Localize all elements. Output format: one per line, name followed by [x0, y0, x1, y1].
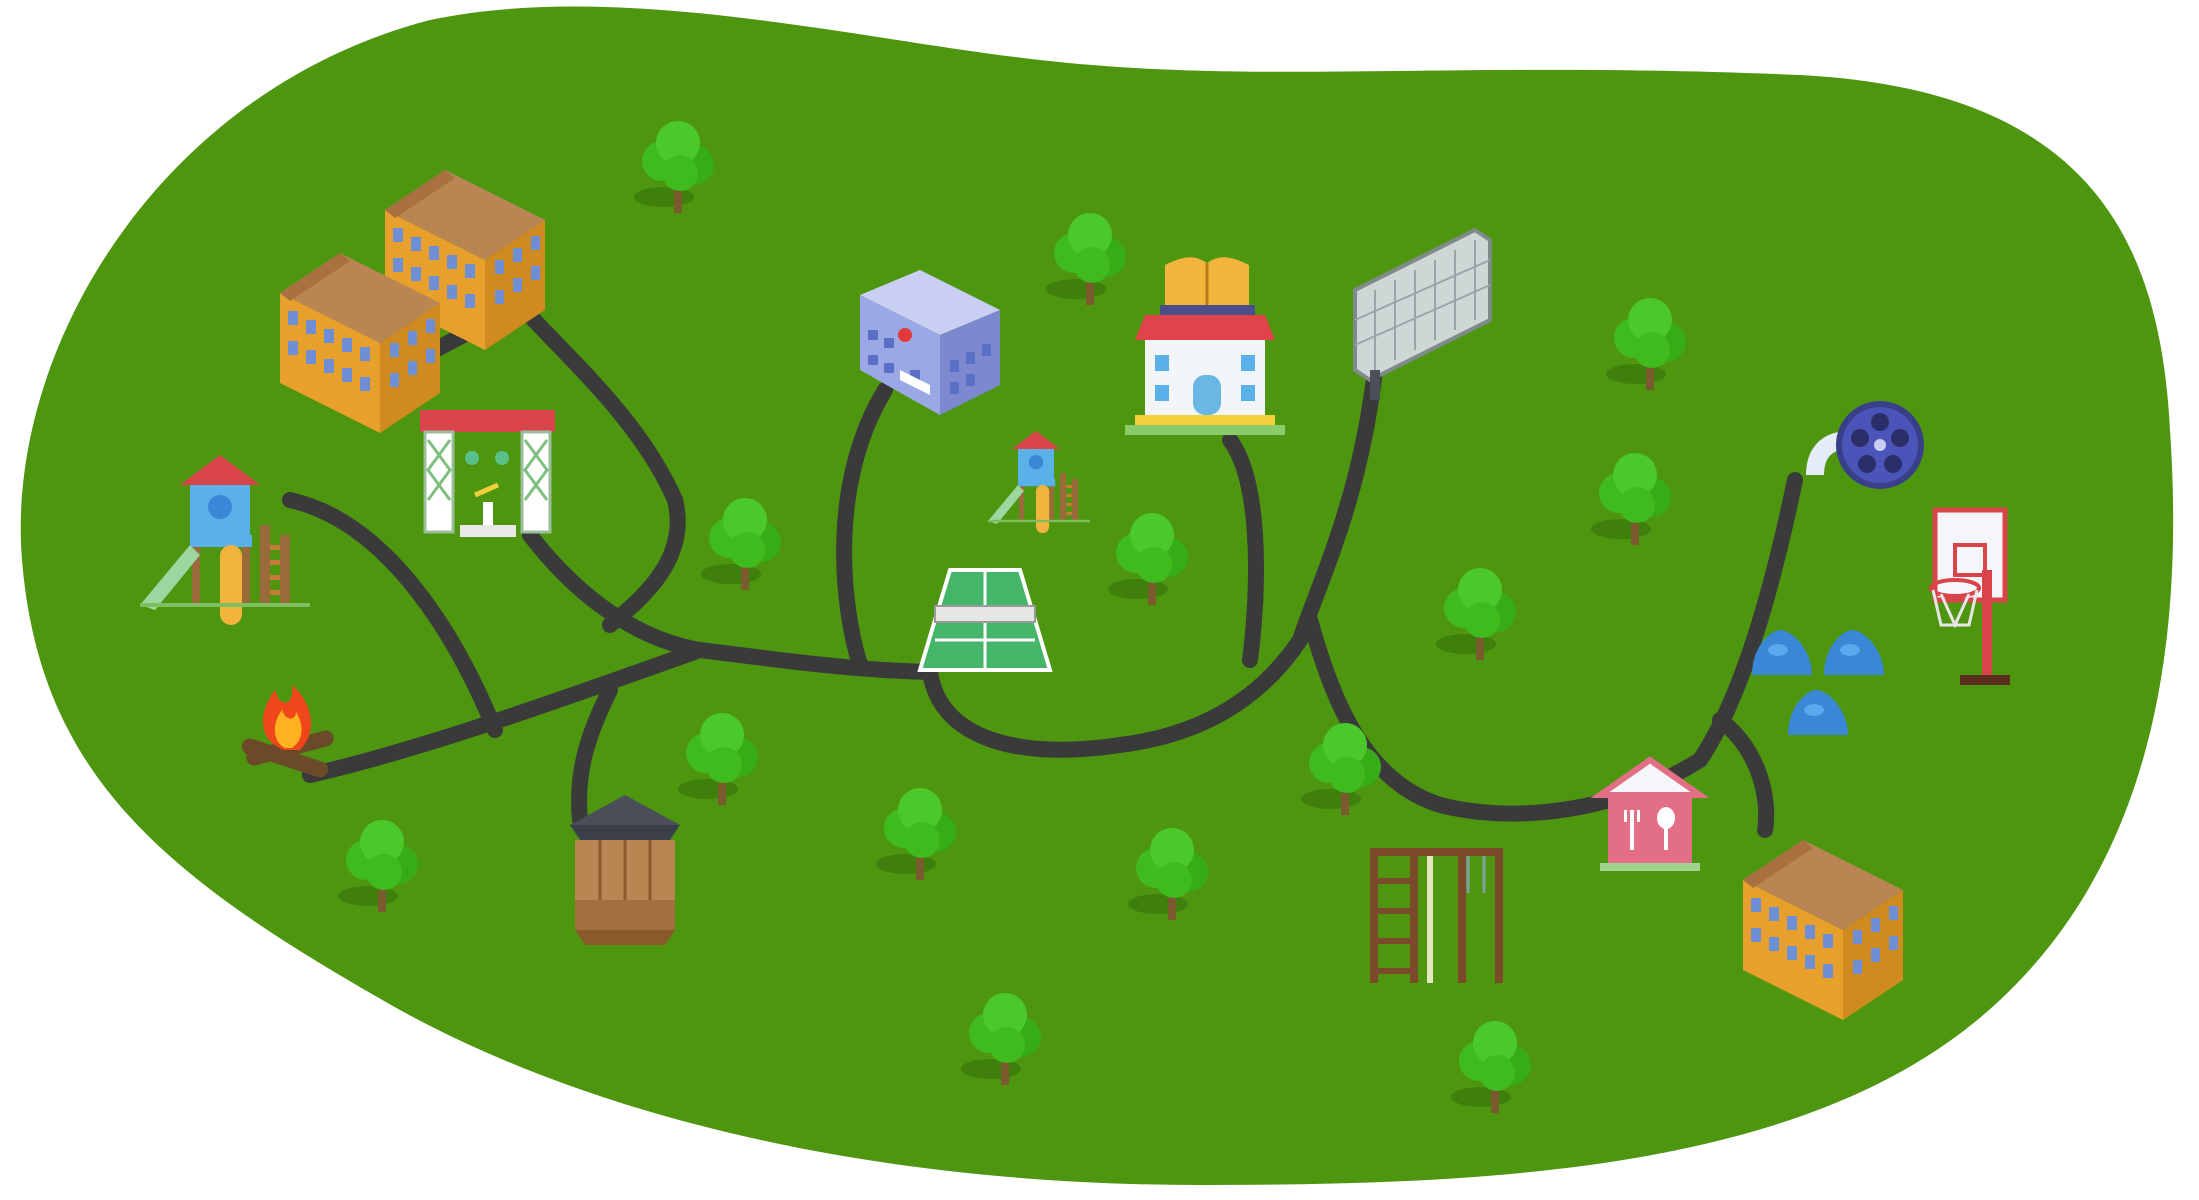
- stage-icon[interactable]: [420, 410, 555, 537]
- tennis-court-icon[interactable]: [917, 568, 1053, 672]
- path-to-stage: [522, 527, 708, 658]
- library-icon[interactable]: [1125, 257, 1285, 435]
- campfire-icon[interactable]: [240, 685, 336, 780]
- land-area: [20, 6, 2174, 1186]
- basketball-hoop-icon[interactable]: [1929, 507, 2010, 685]
- medical-building-icon[interactable]: [860, 270, 1000, 415]
- path-to-dormitories: [427, 297, 686, 633]
- football-goal-icon[interactable]: [1353, 227, 1492, 400]
- path-main-trunk: [302, 642, 938, 783]
- path-court-loop: [922, 362, 1383, 758]
- path-to-playground: [282, 492, 503, 738]
- path-to-medical: [836, 382, 893, 673]
- gym-bars-icon[interactable]: [1370, 848, 1503, 983]
- path-to-library: [1222, 432, 1264, 668]
- path-to-dormitory-3: [1712, 712, 1775, 838]
- canteen-icon[interactable]: [1590, 756, 1710, 871]
- path-to-gazebo: [571, 682, 618, 828]
- gazebo-icon[interactable]: [570, 795, 680, 945]
- film-reel-icon[interactable]: [1806, 401, 1924, 489]
- tents-icon[interactable]: [1752, 630, 1884, 735]
